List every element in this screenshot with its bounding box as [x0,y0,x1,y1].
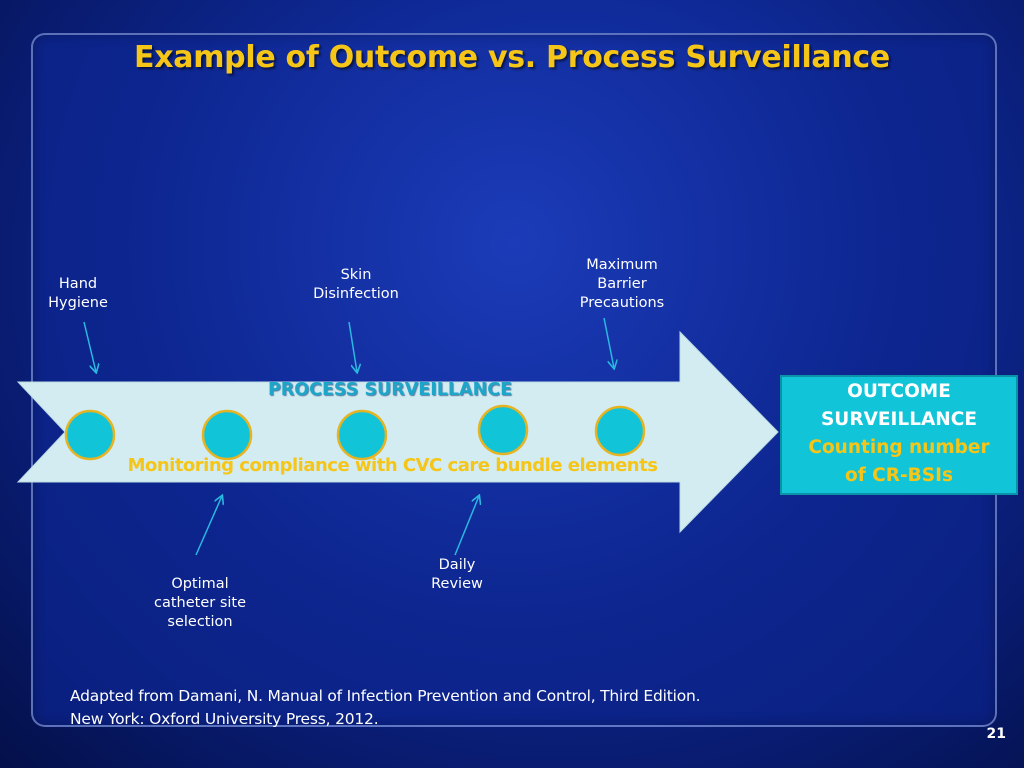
outcome-line-3: Counting number [808,437,990,458]
pointer-daily-review [454,496,479,556]
citation-line-1: Adapted from Damani, N. Manual of Infect… [70,687,701,705]
bundle-element-circle [594,405,646,457]
page-number: 21 [986,726,1006,742]
bundle-element-circle [336,409,388,461]
outcome-line-4: of CR-BSIs [844,465,954,486]
bundle-element-circle [64,409,116,461]
pointer-catheter-site [195,496,222,556]
process-arrow [16,330,779,534]
process-surveillance-title: PROCESS SURVEILLANCE [267,380,513,400]
pointer-skin-disinfection [348,321,357,372]
label-skin-disinfection: Skin Disinfection [313,267,399,302]
slide-title: Example of Outcome vs. Process Surveilla… [134,40,890,75]
label-maximum-barrier-precautions: Maximum Barrier Precautions [579,257,665,311]
outcome-line-2: SURVEILLANCE [820,409,978,430]
citation-line-2: New York: Oxford University Press, 2012. [70,710,379,728]
label-hand-hygiene: Hand Hygiene [48,276,108,311]
pointer-hand-hygiene [83,321,96,372]
label-optimal-catheter-site: Optimal catheter site selection [153,576,247,630]
citation: Adapted from Damani, N. Manual of Infect… [70,685,870,731]
bundle-element-circle [201,409,253,461]
outcome-line-1: OUTCOME [847,381,951,402]
pointer-maximum-barrier [603,317,614,368]
process-surveillance-subtitle: Monitoring compliance with CVC care bund… [127,455,658,476]
bundle-element-circle [477,404,529,456]
label-daily-review: Daily Review [431,557,483,592]
outcome-surveillance-box: OUTCOME SURVEILLANCE Counting number of … [780,375,1018,495]
